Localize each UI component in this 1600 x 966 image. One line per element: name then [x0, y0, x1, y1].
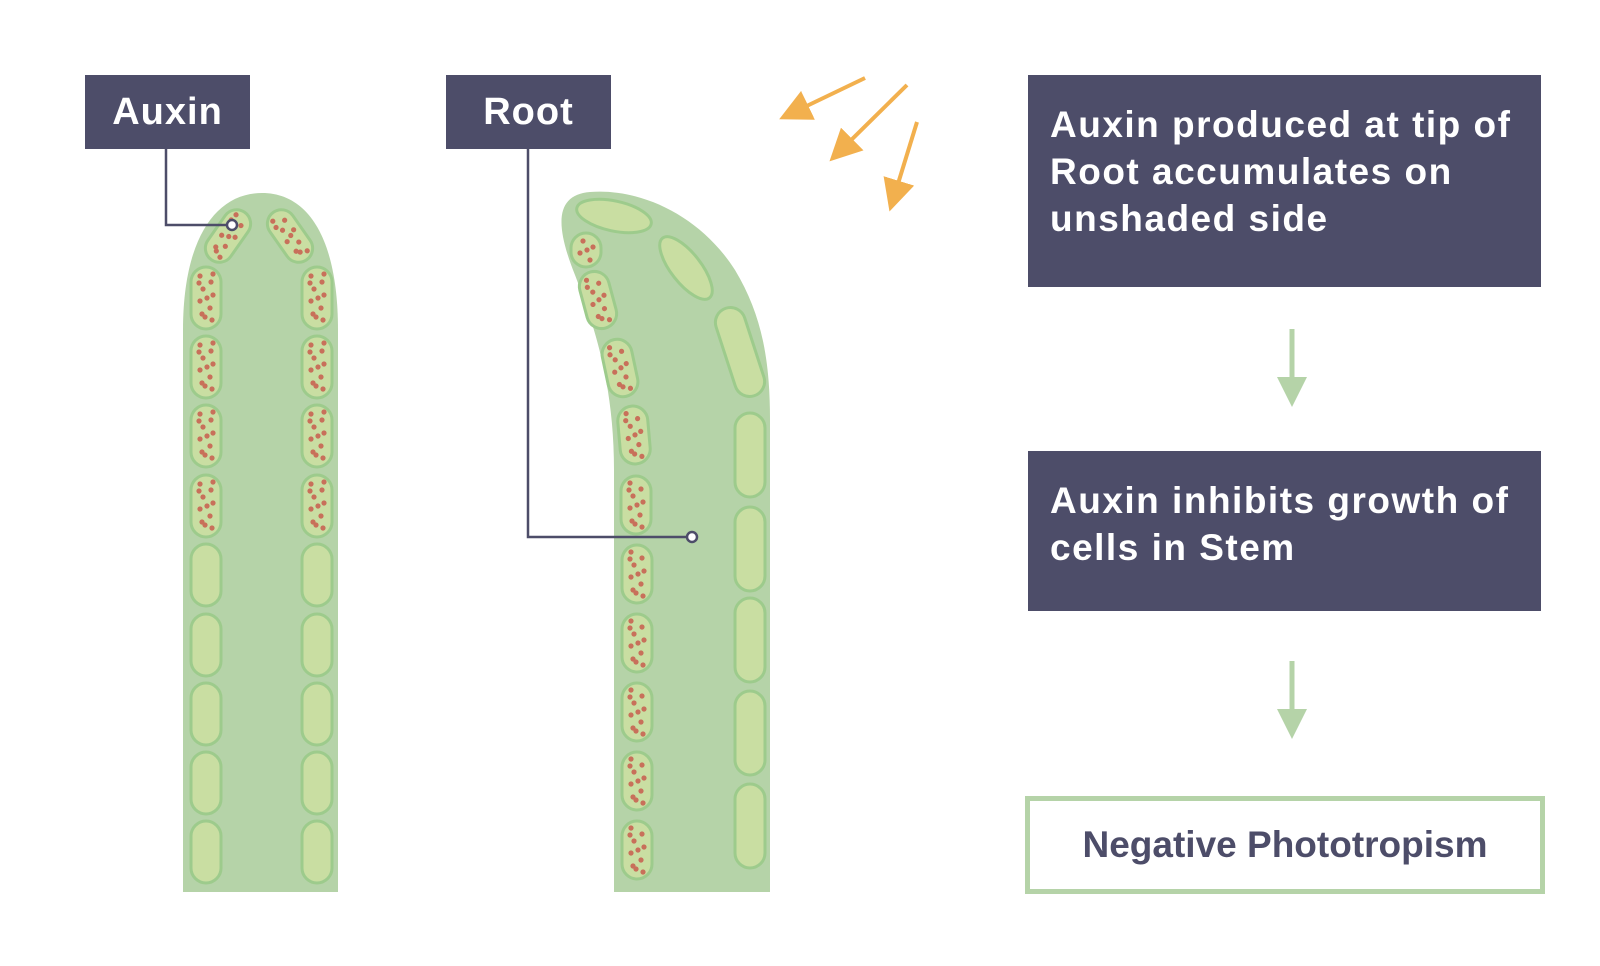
bent-cell-left-3	[616, 404, 652, 466]
straight-cell-right-6	[300, 681, 334, 747]
root-label: Root	[446, 75, 611, 149]
straight-cell-left-0	[189, 265, 223, 331]
bent-cell-left-8	[620, 750, 654, 812]
bent-cell-top-0	[575, 197, 653, 235]
bent-cell-left-0	[569, 231, 603, 269]
bent-cell-left-6	[620, 612, 654, 674]
bent-cell-right-4	[733, 689, 767, 777]
bent-root-cells	[569, 197, 767, 881]
straight-cell-left-6	[189, 681, 223, 747]
auxin-leader	[164, 149, 239, 232]
bent-cell-left-1	[577, 269, 619, 331]
straight-cell-right-5	[300, 612, 334, 678]
flow-step-1: Auxin produced at tip of Root accumulate…	[1028, 75, 1541, 287]
bent-cell-right-2	[733, 505, 767, 593]
bent-cell-left-5	[620, 543, 654, 605]
light-arrow-2	[829, 83, 909, 162]
bent-root	[561, 191, 770, 893]
straight-cell-left-5	[189, 612, 223, 678]
straight-cell-right-1	[300, 334, 334, 400]
straight-cell-right-3	[300, 473, 334, 539]
straight-cell-tip-right	[265, 208, 315, 264]
bent-cell-right-5	[733, 782, 767, 870]
straight-cell-left-7	[189, 750, 223, 816]
straight-cell-right-0	[300, 265, 334, 331]
straight-cell-tip-left	[203, 208, 253, 264]
straight-root-cells	[189, 208, 334, 885]
straight-root	[183, 193, 338, 892]
bent-cell-top-1	[658, 235, 714, 301]
straight-cell-right-4	[300, 542, 334, 608]
bent-cell-left-2	[600, 337, 640, 399]
straight-cell-left-3	[189, 473, 223, 539]
auxin-label: Auxin	[85, 75, 250, 149]
bent-cell-left-7	[620, 681, 654, 743]
bent-cell-right-1	[733, 411, 767, 499]
flow-step-2: Auxin inhibits growth of cells in Stem	[1028, 451, 1541, 611]
straight-cell-left-1	[189, 334, 223, 400]
result-box: Negative Phototropism	[1025, 796, 1545, 894]
straight-cell-right-8	[300, 819, 334, 885]
bent-cell-left-4	[619, 474, 653, 536]
root-leader	[526, 149, 699, 544]
bent-cell-right-3	[733, 596, 767, 684]
light-arrow-3	[883, 121, 919, 212]
light-arrow-1	[779, 76, 866, 120]
bent-cell-left-9	[620, 819, 654, 881]
straight-cell-left-4	[189, 542, 223, 608]
straight-cell-right-7	[300, 750, 334, 816]
straight-cell-left-2	[189, 403, 223, 469]
bent-cell-right-0	[713, 306, 767, 398]
light-arrows	[779, 76, 919, 212]
straight-cell-left-8	[189, 819, 223, 885]
straight-cell-right-2	[300, 403, 334, 469]
